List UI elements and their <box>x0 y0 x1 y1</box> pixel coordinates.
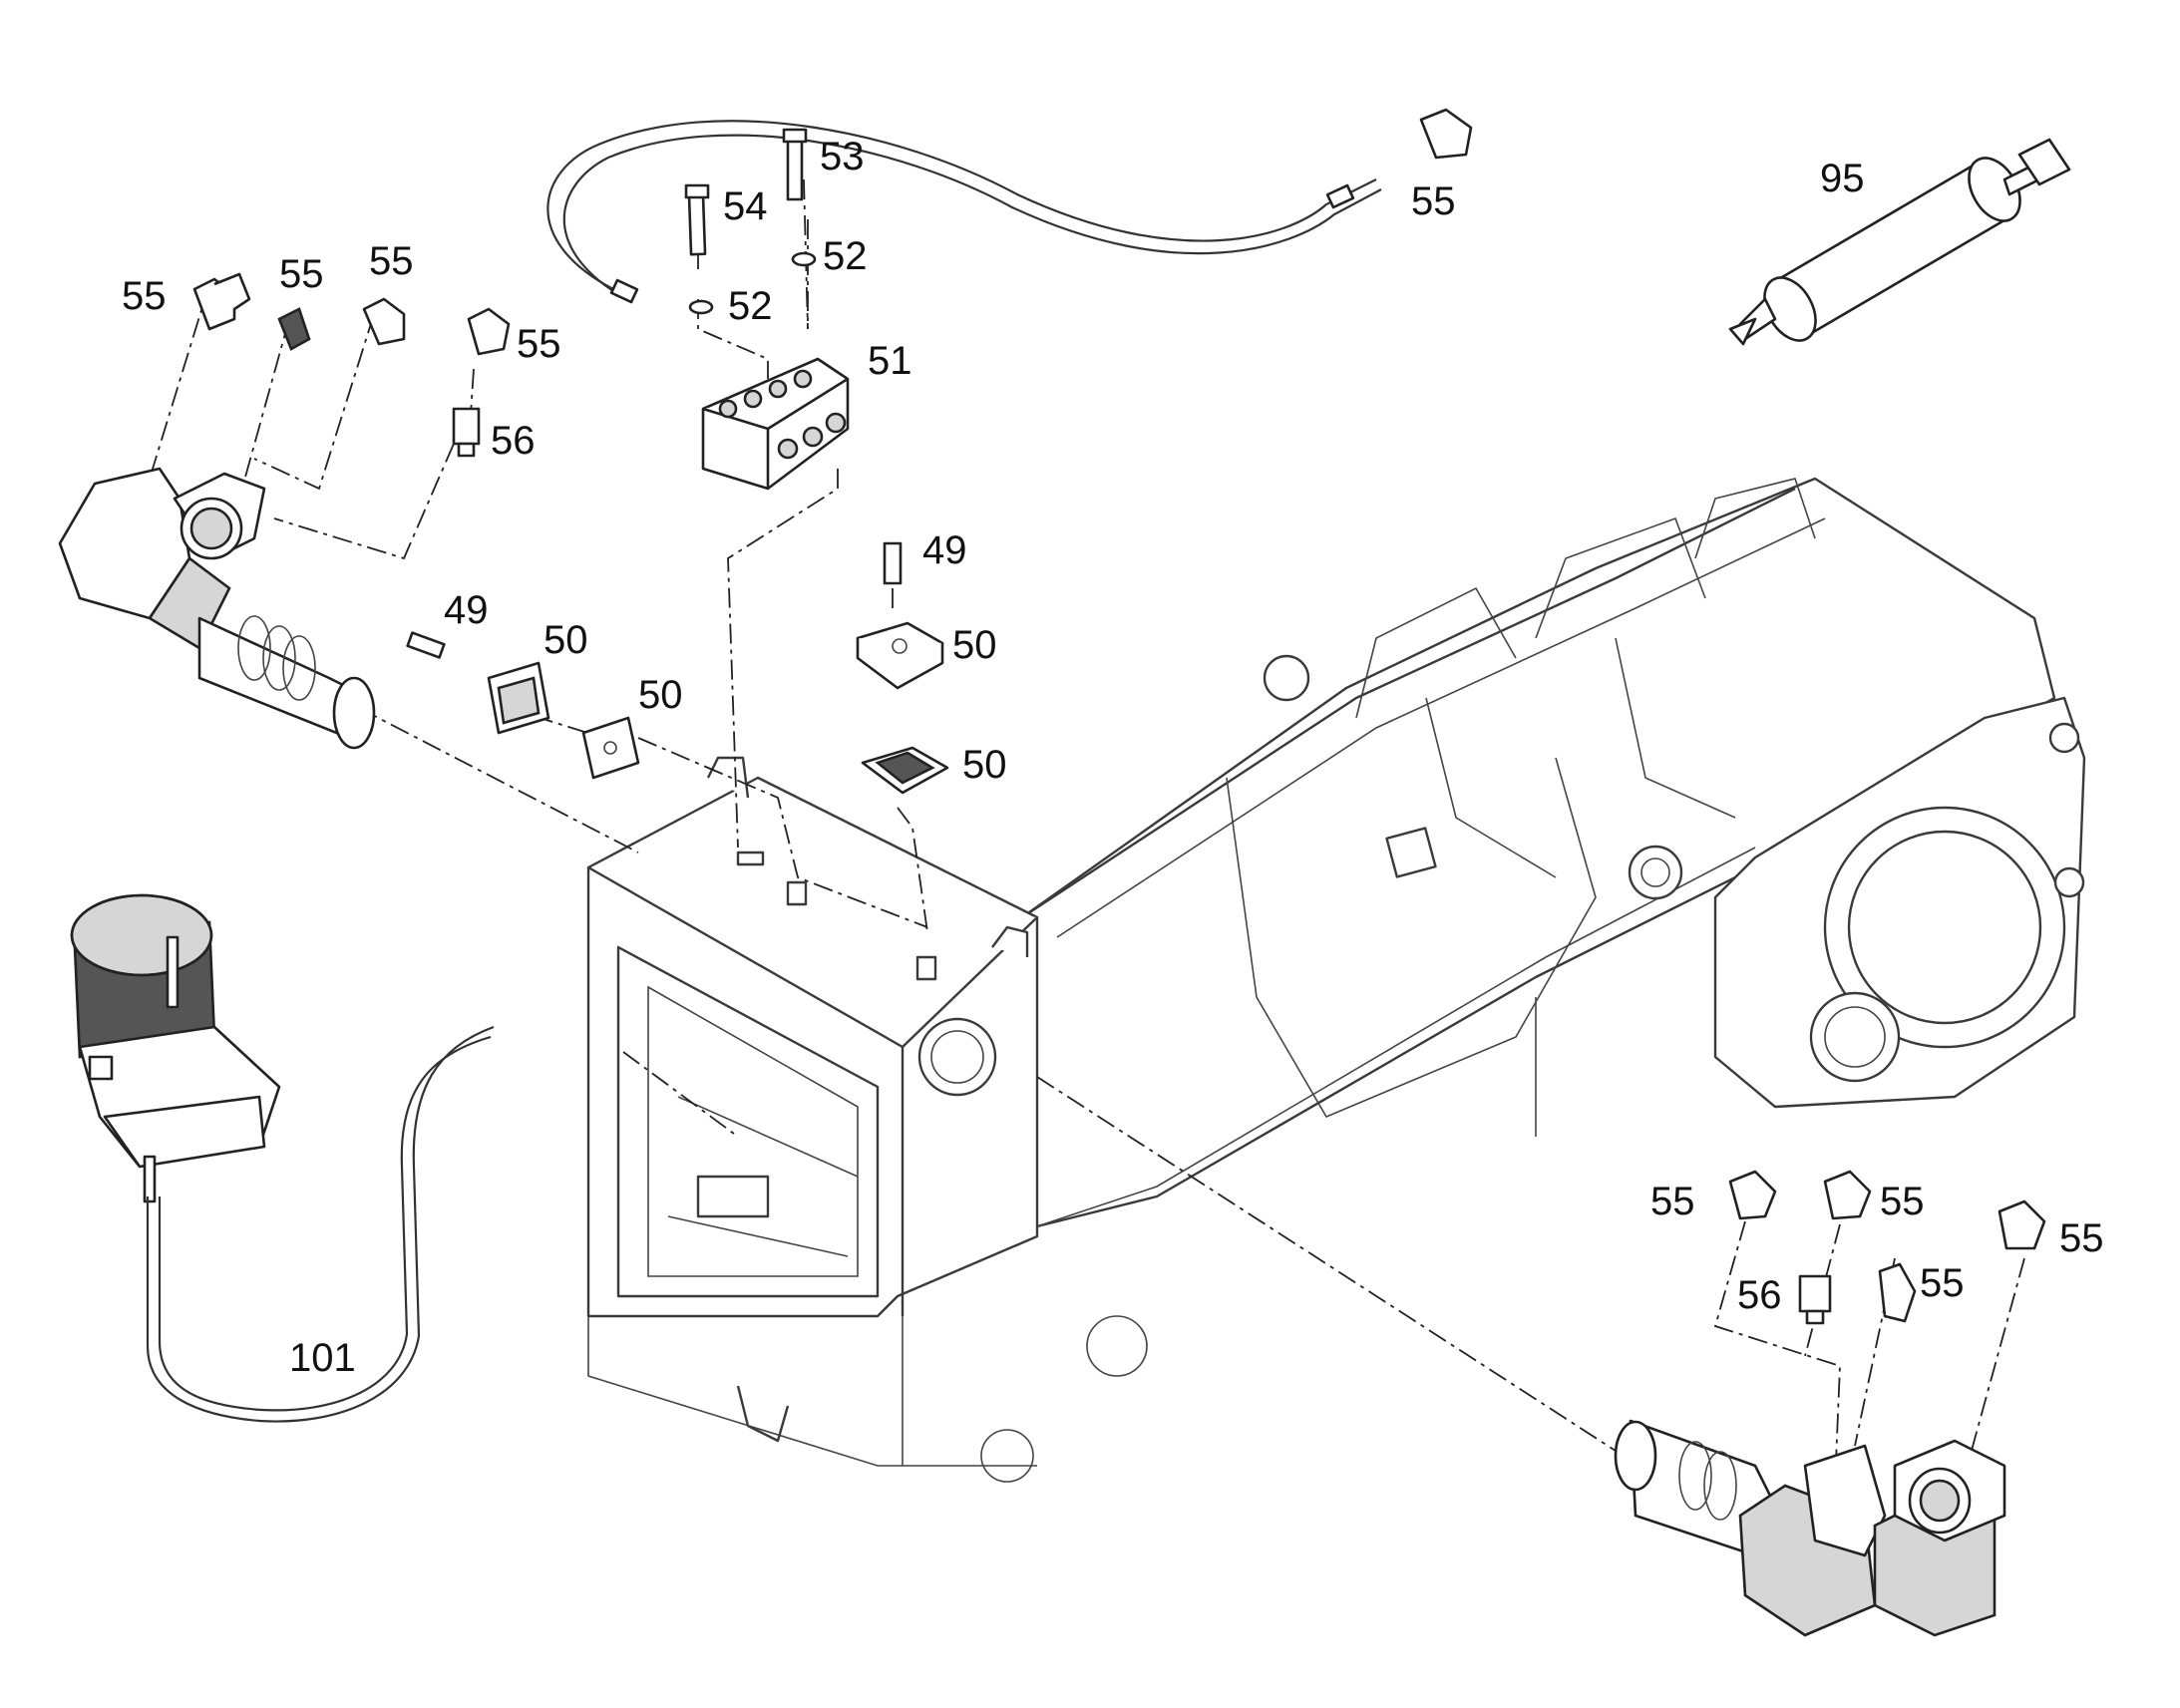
callout-56: 56 <box>1737 1273 1782 1317</box>
leader-lines <box>149 178 2025 1487</box>
callout-52: 52 <box>728 284 773 328</box>
callout-50: 50 <box>962 743 1007 787</box>
callout-55: 55 <box>1411 179 1456 223</box>
callout-49: 49 <box>444 588 489 632</box>
distributor-screws <box>684 128 817 315</box>
callout-52: 52 <box>823 234 868 278</box>
clamp-parts <box>406 541 949 795</box>
callout-50: 50 <box>544 618 588 662</box>
callout-55: 55 <box>2059 1216 2104 1260</box>
callout-55: 55 <box>1920 1261 1965 1305</box>
callout-53: 53 <box>820 135 865 178</box>
callout-55: 55 <box>122 274 167 318</box>
callout-55: 55 <box>1880 1180 1925 1223</box>
callout-55: 55 <box>369 239 414 283</box>
callout-56: 56 <box>491 419 536 463</box>
left-pivot-bearing <box>58 467 376 750</box>
lube-pump <box>70 893 281 1203</box>
chassis-frame <box>586 477 2086 1483</box>
distributor-block <box>701 357 850 491</box>
callout-49: 49 <box>922 528 967 572</box>
right-pivot-bearing <box>1614 1419 2006 1637</box>
callout-55: 55 <box>517 322 561 366</box>
callout-50: 50 <box>952 623 997 667</box>
left-fittings <box>192 272 511 458</box>
callout-54: 54 <box>723 184 768 228</box>
callout-55: 55 <box>1650 1180 1695 1223</box>
callout-50: 50 <box>638 673 683 717</box>
callout-55: 55 <box>279 252 324 296</box>
grease-hose <box>546 120 1382 304</box>
callout-labels: 49 49 50 50 50 50 51 52 52 53 54 55 55 5… <box>122 135 2104 1380</box>
lube-line <box>146 1025 495 1423</box>
callout-51: 51 <box>868 339 912 383</box>
grease-gun <box>1728 138 2071 346</box>
callout-95: 95 <box>1820 157 1865 200</box>
callout-101: 101 <box>289 1336 356 1380</box>
right-fittings <box>1419 108 2046 1325</box>
